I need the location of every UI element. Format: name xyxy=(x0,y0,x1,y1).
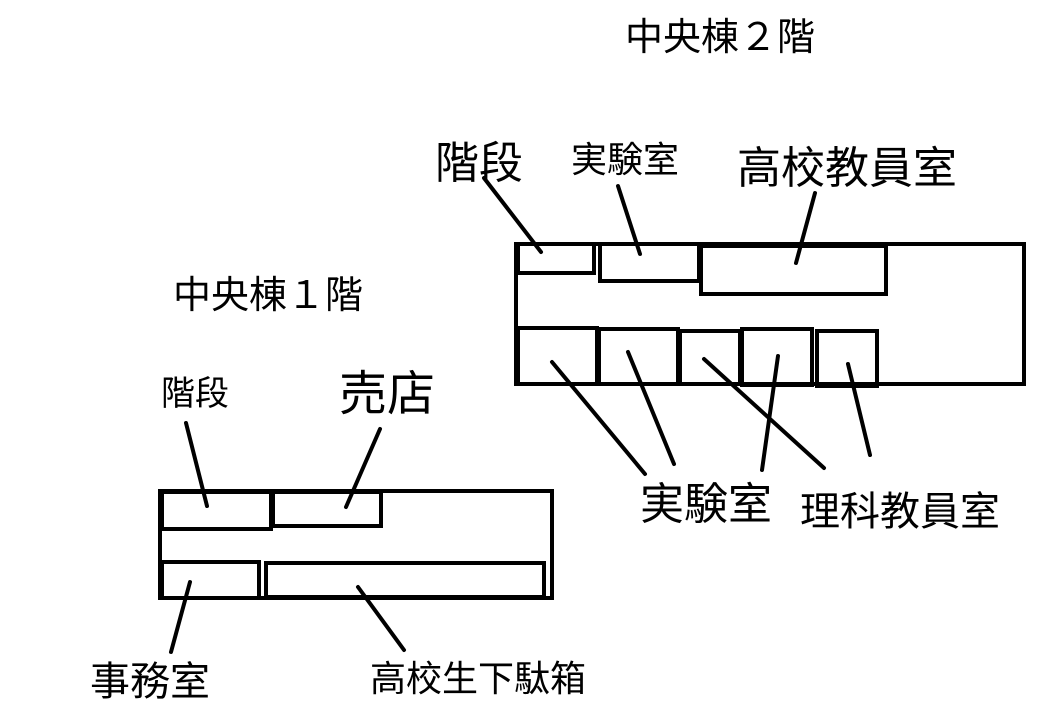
floor1-leader-shoe-box xyxy=(356,585,406,652)
floor2-label-hs-staff: 高校教員室 xyxy=(737,143,957,194)
floor2-leader-sci-staff-2 xyxy=(846,362,872,457)
floor2-label-sci-staff: 理科教員室 xyxy=(800,489,1000,535)
floor2-label-stairs: 階段 xyxy=(435,138,523,189)
floor1-room-shoe-box xyxy=(264,561,546,599)
floor1-room-shop xyxy=(271,490,383,528)
floor1-label-office: 事務室 xyxy=(90,659,210,705)
floor2-title: 中央棟２階 xyxy=(625,15,815,59)
floor2-room-lab-1 xyxy=(516,326,599,386)
floor1-plan: 中央棟１階 階段 売店 事務室 高校生下駄箱 xyxy=(90,273,586,705)
floor2-label-lab-top: 実験室 xyxy=(571,140,679,181)
floor1-leader-stairs xyxy=(184,421,209,508)
floor1-leader-office xyxy=(169,580,192,654)
floor2-plan: 中央棟２階 階段 実験室 高校教員室 実験室 理科教員室 xyxy=(435,15,1026,535)
floor2-room-stairs xyxy=(516,242,596,275)
floor2-label-lab-bottom: 実験室 xyxy=(640,479,772,530)
floor2-leader-sci-staff-1 xyxy=(760,354,780,472)
floor2-leader-lab-3 xyxy=(702,357,826,470)
floor1-outline xyxy=(158,489,554,600)
floor2-leader-lab-2 xyxy=(626,350,676,466)
floor2-room-hs-staff xyxy=(699,244,888,296)
floor2-room-sci-staff-1 xyxy=(740,327,814,387)
floor2-room-sci-staff-2 xyxy=(815,329,879,388)
floor1-label-stairs: 階段 xyxy=(161,374,229,414)
floor2-leader-lab-top xyxy=(616,184,642,256)
floor1-label-shoe-box: 高校生下駄箱 xyxy=(370,659,586,700)
floor1-room-office xyxy=(160,560,261,600)
floor2-room-lab-top xyxy=(598,242,701,283)
floor1-label-shop: 売店 xyxy=(339,366,435,422)
floor1-room-stairs xyxy=(160,490,273,531)
floor1-title: 中央棟１階 xyxy=(173,273,363,317)
floor2-leader-lab-1 xyxy=(550,360,647,476)
floor1-leader-shop xyxy=(344,427,382,509)
floor2-room-lab-3 xyxy=(678,329,742,386)
floor2-leader-hs-staff xyxy=(794,191,817,265)
floor2-leader-stairs xyxy=(482,176,543,254)
